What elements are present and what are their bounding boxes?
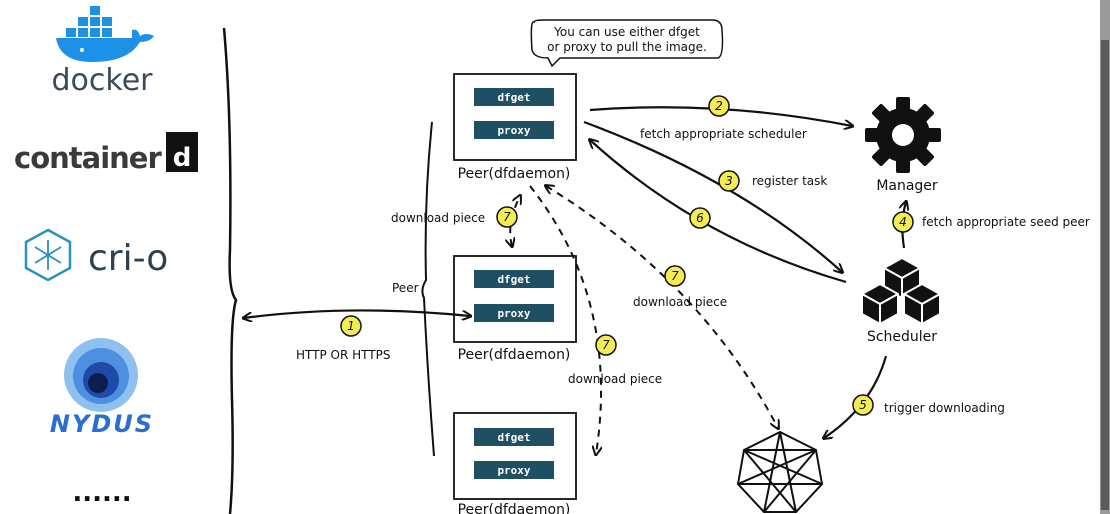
more-ellipsis: ...... xyxy=(72,478,131,508)
proxy-button[interactable] xyxy=(474,461,554,479)
scrollbar-thumb[interactable] xyxy=(1101,40,1109,510)
step-2-label: fetch appropriate scheduler xyxy=(640,127,807,141)
peer-label: Peer(dfdaemon) xyxy=(458,166,571,182)
step-number: 5 xyxy=(859,398,867,412)
arrow-step-7-peer2 xyxy=(510,196,520,246)
dfget-button-label: dfget xyxy=(497,431,530,444)
containerd-badge-icon xyxy=(166,132,198,172)
dfget-button-label: dfget xyxy=(497,273,530,286)
containerd-badge-text: d xyxy=(173,143,192,173)
dfget-button[interactable] xyxy=(474,88,554,106)
proxy-button[interactable] xyxy=(474,304,554,322)
manager-label: Manager xyxy=(876,178,938,194)
step-number: 3 xyxy=(725,174,733,188)
step-4-label: fetch appropriate seed peer xyxy=(922,215,1090,229)
seed-peer-network-icon xyxy=(736,430,824,513)
step-badge-6: 6 xyxy=(689,207,711,229)
nydus-text: NYDUS xyxy=(50,410,154,438)
proxy-button-label: proxy xyxy=(497,464,530,477)
peer-box-2: dfget proxy Peer(dfdaemon) xyxy=(453,255,577,363)
arrow-step-5 xyxy=(824,355,888,438)
peer-box-1: dfget proxy Peer(dfdaemon) xyxy=(453,73,577,182)
step-badge-7c: 7 xyxy=(595,334,617,356)
callout-line-2: or proxy to pull the image. xyxy=(547,40,707,54)
peer-group-label: Peer xyxy=(392,281,419,295)
callout-line-1: You can use either dfget xyxy=(553,25,700,39)
arrow-step-1 xyxy=(244,309,470,318)
step-badge-5: 5 xyxy=(852,394,874,416)
manager-node: Manager xyxy=(865,97,941,194)
step-number: 7 xyxy=(503,210,511,224)
dfget-button[interactable] xyxy=(474,428,554,446)
crio-hexagon-icon xyxy=(24,228,72,282)
step-badge-3: 3 xyxy=(718,170,740,192)
step-5-label: trigger downloading xyxy=(884,401,1005,415)
scheduler-label: Scheduler xyxy=(867,329,937,345)
whale-icon xyxy=(56,6,154,63)
step-number: 1 xyxy=(347,319,355,333)
step-number: 2 xyxy=(715,99,723,113)
step-badge-2: 2 xyxy=(708,95,730,117)
docker-logo: docker xyxy=(52,6,154,98)
step-badge-4: 4 xyxy=(892,211,914,233)
step-number: 4 xyxy=(899,215,907,229)
step-7a-label: download piece xyxy=(391,211,485,225)
step-3-label: register task xyxy=(752,174,827,188)
cubes-icon xyxy=(861,257,941,325)
callout-bubble: You can use either dfget or proxy to pul… xyxy=(530,19,724,68)
arrow-step-6 xyxy=(590,140,847,284)
step-badge-7a: 7 xyxy=(496,206,518,228)
snowflake-icon xyxy=(34,240,62,270)
peer-group-brace xyxy=(421,121,435,457)
step-badge-7b: 7 xyxy=(664,265,686,287)
step-7c-label: download piece xyxy=(568,372,662,386)
dfget-button-label: dfget xyxy=(497,91,530,104)
arrow-step-7-seed xyxy=(546,186,778,428)
peer-label: Peer(dfdaemon) xyxy=(458,502,571,514)
step-badge-1: 1 xyxy=(340,315,362,337)
crio-text: cri-o xyxy=(88,238,168,279)
step-number: 6 xyxy=(696,211,704,225)
containerd-logo: container d xyxy=(14,132,198,175)
crio-logo: cri-o xyxy=(24,228,168,282)
peer-box-3: dfget proxy Peer(dfdaemon) xyxy=(453,412,577,514)
proxy-button[interactable] xyxy=(474,121,554,139)
nydus-icon xyxy=(64,338,138,412)
step-1-label: HTTP OR HTTPS xyxy=(296,348,390,362)
proxy-button-label: proxy xyxy=(497,307,530,320)
step-number: 7 xyxy=(671,269,679,283)
step-7b-label: download piece xyxy=(633,295,727,309)
dfget-button[interactable] xyxy=(474,270,554,288)
nydus-logo: NYDUS xyxy=(50,338,154,438)
left-brace xyxy=(222,27,238,514)
arrow-step-3 xyxy=(583,120,842,272)
step-number: 7 xyxy=(602,338,610,352)
peer-label: Peer(dfdaemon) xyxy=(458,347,571,363)
gear-icon xyxy=(865,97,941,173)
scheduler-node: Scheduler xyxy=(861,257,941,345)
docker-text: docker xyxy=(52,63,154,98)
proxy-button-label: proxy xyxy=(497,124,530,137)
containerd-text: container xyxy=(14,141,162,175)
